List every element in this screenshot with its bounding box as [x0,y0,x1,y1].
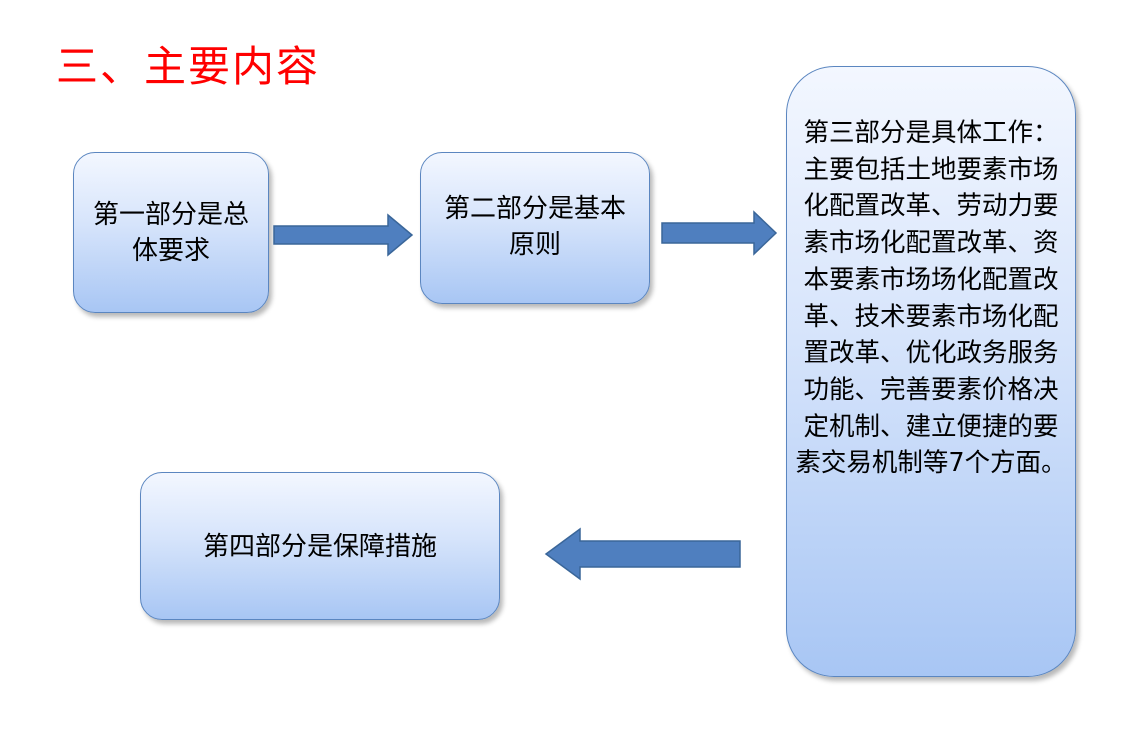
node-part4-text: 第四部分是保障措施 [202,532,437,562]
node-part4: 第四部分是保障措施 [140,472,500,620]
arrow-part1-to-part2 [273,213,414,257]
arrow-part3-to-part4 [544,527,741,581]
node-part3: 第三部分是具体工作：主要包括土地要素市场化配置改革、劳动力要素市场化配置改革、资… [786,66,1076,677]
slide-title: 三、主要内容 [56,42,321,91]
node-part1-text: 第一部分是总体要求 [92,199,249,266]
node-part3-text: 第三部分是具体工作：主要包括土地要素市场化配置改革、劳动力要素市场化配置改革、资… [795,118,1067,479]
node-part1: 第一部分是总体要求 [73,152,269,313]
node-part2: 第二部分是基本原则 [420,152,650,304]
node-part2-text: 第二部分是基本原则 [443,194,626,260]
arrow-part2-to-part3 [661,210,778,256]
